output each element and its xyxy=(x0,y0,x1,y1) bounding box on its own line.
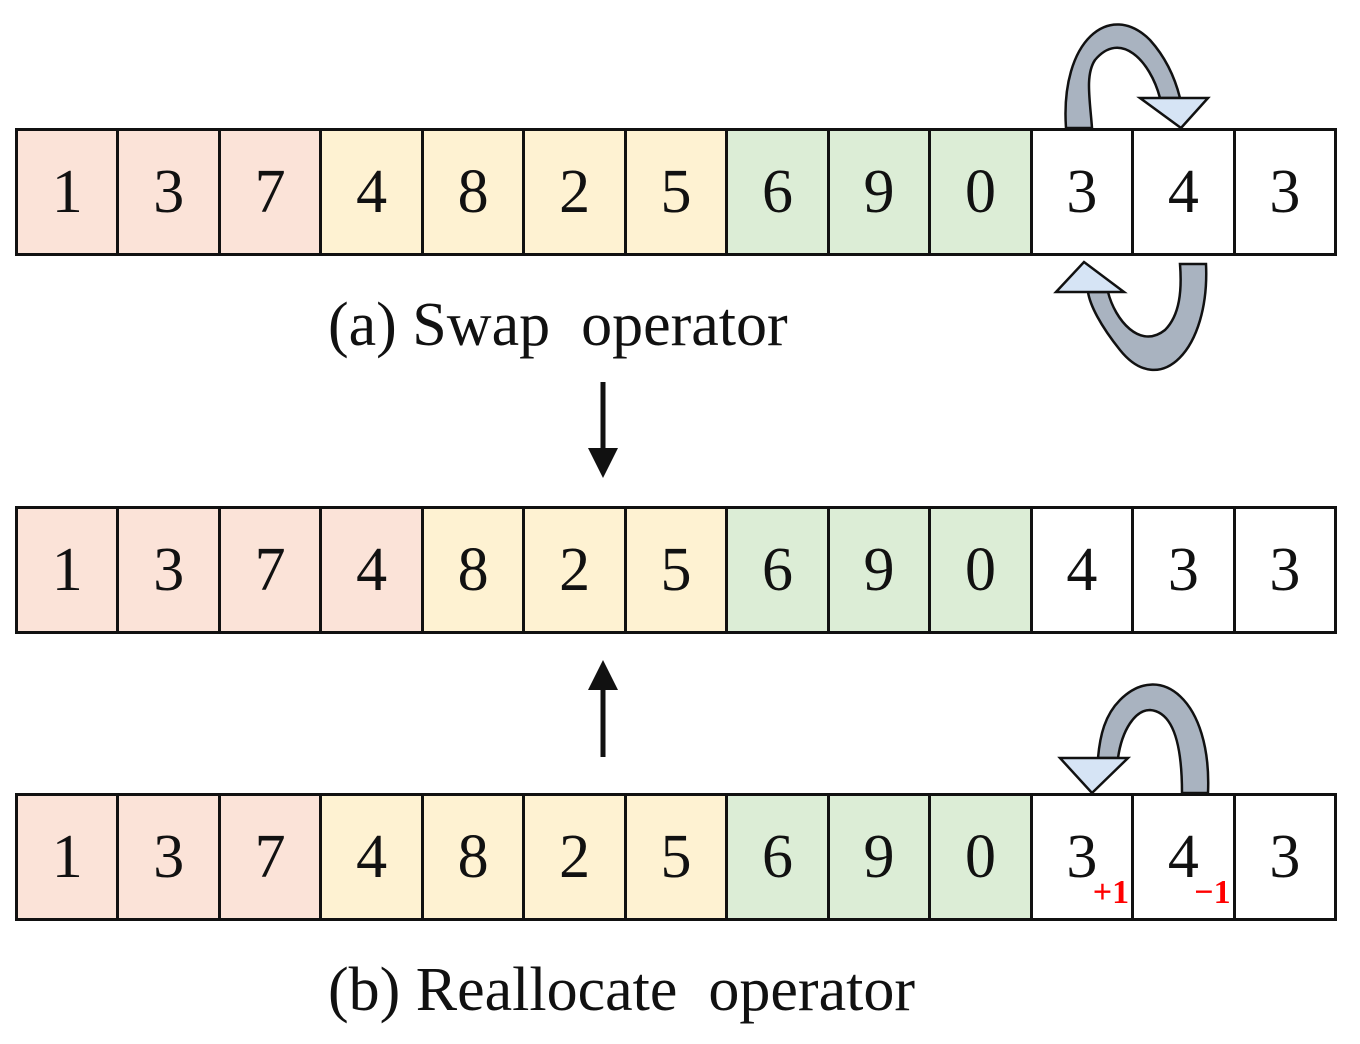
cell-value: 9 xyxy=(863,157,895,226)
sequence-cell: 3 xyxy=(119,796,221,918)
cell-value: 3 xyxy=(153,157,185,226)
cell-value: 3 xyxy=(1269,157,1301,226)
sequence-cell: 3 xyxy=(119,509,221,631)
sequence-cell: 4 xyxy=(322,796,424,918)
cell-value: 7 xyxy=(254,822,286,891)
sequence-cell: 7 xyxy=(220,131,323,253)
cell-value: 2 xyxy=(559,157,591,226)
cell-value: 9 xyxy=(863,535,895,604)
sequence-cell: 9 xyxy=(829,509,932,631)
cell-value: 4 xyxy=(356,157,388,226)
cell-value: 7 xyxy=(254,535,286,604)
sequence-cell: 7 xyxy=(220,796,323,918)
cell-value: 6 xyxy=(762,535,794,604)
sequence-cell: 8 xyxy=(423,131,526,253)
cell-value: 3 xyxy=(153,822,185,891)
swap-top-curved-arrow-icon xyxy=(1064,23,1211,130)
sequence-cell: 3 xyxy=(1134,509,1236,631)
cell-value: 5 xyxy=(660,822,692,891)
cell-value: 0 xyxy=(964,157,996,226)
sequence-cell: 1 xyxy=(18,509,120,631)
sequence-cell: 4 xyxy=(322,509,424,631)
sequence-cell: 2 xyxy=(525,131,627,253)
cell-value: 4 xyxy=(356,822,388,891)
sequence-cell: 3 xyxy=(1032,131,1135,253)
cell-value: 3 xyxy=(1167,535,1199,604)
cell-value: 4 xyxy=(356,535,388,604)
sequence-cell: 1 xyxy=(18,131,120,253)
reallocate-caption: (b) Reallocate operator xyxy=(328,956,915,1024)
sequence-cell: 2 xyxy=(525,509,627,631)
cell-value: 1 xyxy=(51,822,83,891)
cell-value: 0 xyxy=(964,822,996,891)
cell-value: 3 xyxy=(1269,535,1301,604)
sequence-cell: 8 xyxy=(423,509,526,631)
cell-value: 9 xyxy=(863,822,895,891)
sequence-cell: 5 xyxy=(626,131,729,253)
cell-value: 2 xyxy=(559,822,591,891)
sequence-cell: 4 xyxy=(1032,509,1135,631)
cell-value: 5 xyxy=(660,535,692,604)
sequence-cell: 0 xyxy=(931,796,1033,918)
sequence-cell: 4−1 xyxy=(1134,796,1236,918)
sequence-cell: 3 xyxy=(1235,796,1335,918)
sequence-cell: 5 xyxy=(626,796,729,918)
cell-value: 8 xyxy=(457,157,489,226)
cell-value: 0 xyxy=(964,535,996,604)
sequence-cell: 6 xyxy=(728,509,830,631)
sequence-cell: 4 xyxy=(1134,131,1236,253)
sequence-cell: 4 xyxy=(322,131,424,253)
cell-value: 3 xyxy=(1066,157,1098,226)
sequence-cell: 3 xyxy=(1235,131,1335,253)
cell-value: 1 xyxy=(51,157,83,226)
sequence-cell: 3 xyxy=(119,131,221,253)
sequence-cell: 0 xyxy=(931,131,1033,253)
sequence-cell: 3 xyxy=(1235,509,1335,631)
sequence-cell: 9 xyxy=(829,796,932,918)
cell-value: 3 xyxy=(1269,822,1301,891)
sequence-cell: 0 xyxy=(931,509,1033,631)
cell-value: 1 xyxy=(51,535,83,604)
cell-value: 4 xyxy=(1066,535,1098,604)
sequence-cell: 1 xyxy=(18,796,120,918)
adjustment-mark: −1 xyxy=(1194,874,1231,911)
swap-caption: (a) Swap operator xyxy=(328,291,788,359)
sequence-cell: 8 xyxy=(423,796,526,918)
up-arrow-icon xyxy=(588,660,618,757)
swap-bottom-curved-arrow-icon xyxy=(1053,260,1208,372)
cell-value: 4 xyxy=(1167,157,1199,226)
cell-value: 4 xyxy=(1167,822,1199,891)
cell-value: 6 xyxy=(762,157,794,226)
sequence-cell: 6 xyxy=(728,131,830,253)
cell-value: 2 xyxy=(559,535,591,604)
sequence-cell: 5 xyxy=(626,509,729,631)
sequence-cell: 9 xyxy=(829,131,932,253)
cell-value: 3 xyxy=(1066,822,1098,891)
cell-value: 7 xyxy=(254,157,286,226)
sequence-cell: 7 xyxy=(220,509,323,631)
cell-value: 6 xyxy=(762,822,794,891)
sequence-cell: 6 xyxy=(728,796,830,918)
cell-value: 5 xyxy=(660,157,692,226)
sequence-cell: 2 xyxy=(525,796,627,918)
reallocate-curved-arrow-icon xyxy=(1057,683,1210,795)
adjustment-mark: +1 xyxy=(1092,874,1130,911)
down-arrow-icon xyxy=(588,382,618,478)
cell-value: 8 xyxy=(457,822,489,891)
sequence-cell: 3+1 xyxy=(1032,796,1135,918)
cell-value: 8 xyxy=(457,535,489,604)
cell-value: 3 xyxy=(153,535,185,604)
